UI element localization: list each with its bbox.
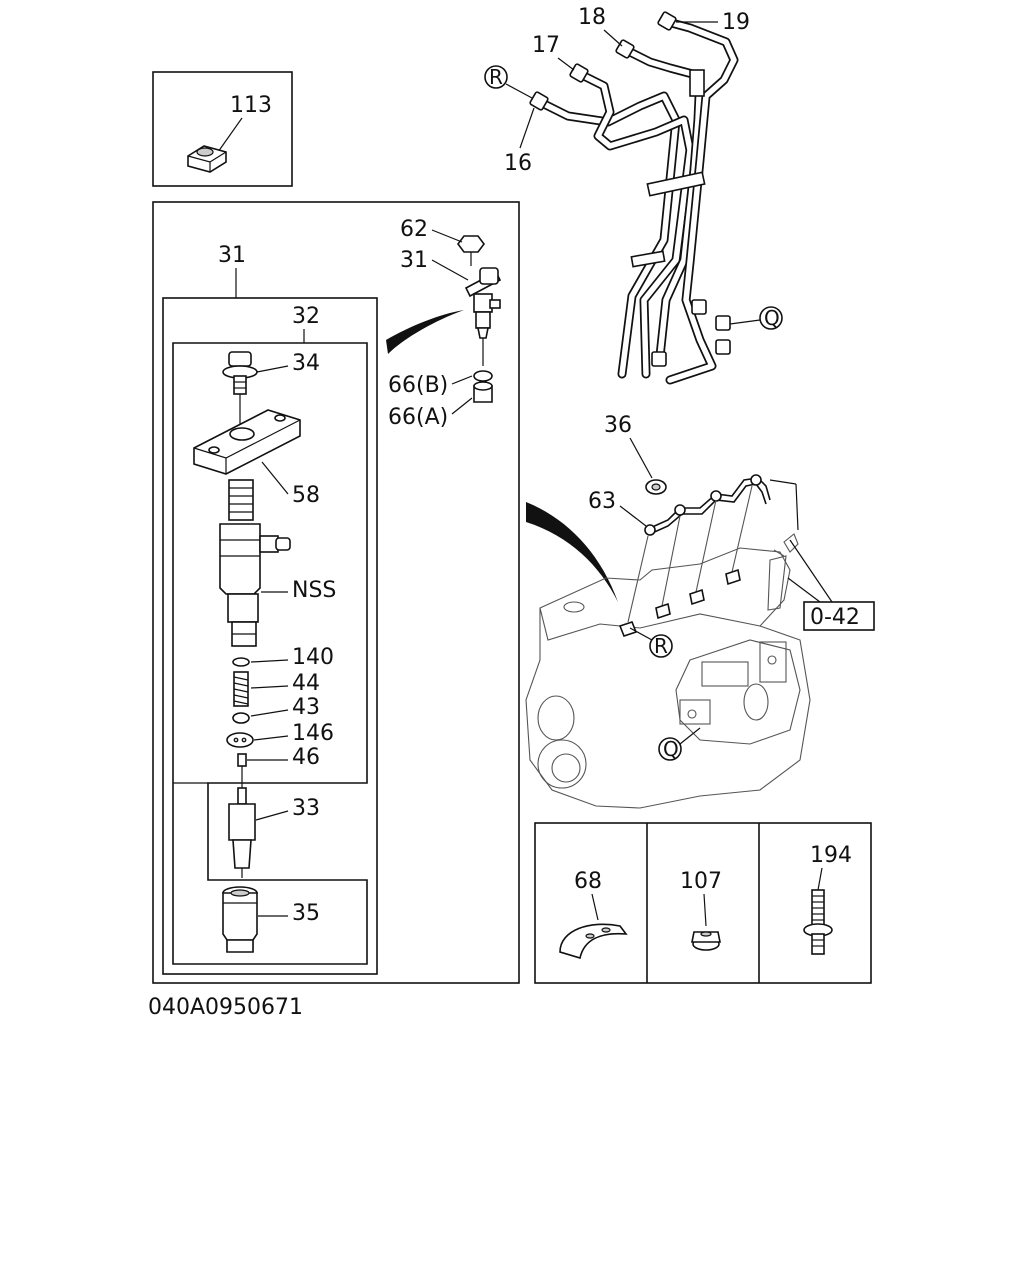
figure-id: 040A0950671 bbox=[148, 995, 303, 1020]
callout-36: 36 bbox=[604, 413, 632, 438]
marker-q-top: Q bbox=[729, 306, 783, 330]
spacer-146 bbox=[226, 732, 254, 748]
callout-113: 113 bbox=[230, 93, 272, 118]
callout-44: 44 bbox=[292, 671, 320, 696]
clamp-plate-58 bbox=[193, 409, 301, 475]
bolt-34 bbox=[222, 351, 258, 424]
box-31-injector: 31 32 34 58 bbox=[152, 201, 520, 984]
callout-19: 19 bbox=[722, 10, 750, 35]
callout-34: 34 bbox=[292, 351, 320, 376]
callout-43: 43 bbox=[292, 695, 320, 720]
clamp-113 bbox=[187, 145, 227, 173]
svg-text:Q: Q bbox=[663, 737, 679, 761]
callout-33: 33 bbox=[292, 796, 320, 821]
callout-31: 31 bbox=[218, 243, 246, 268]
callout-nss: NSS bbox=[292, 578, 336, 603]
direction-arrow bbox=[386, 310, 464, 354]
injector-body-nss bbox=[219, 479, 291, 647]
svg-text:Q: Q bbox=[764, 306, 780, 330]
stud-bolt-194 bbox=[803, 889, 833, 955]
fuel-pipe-group bbox=[529, 11, 739, 385]
nut-107 bbox=[691, 931, 721, 951]
clamp-68 bbox=[559, 923, 628, 960]
callout-140: 140 bbox=[292, 645, 334, 670]
callout-31-assembled: 31 bbox=[400, 248, 428, 273]
callout-17: 17 bbox=[532, 33, 560, 58]
callout-107: 107 bbox=[680, 869, 722, 894]
svg-text:R: R bbox=[654, 634, 668, 658]
marker-r-bottom: R bbox=[629, 627, 673, 658]
marker-q-bottom: Q bbox=[658, 727, 701, 761]
seat-43 bbox=[232, 712, 250, 724]
nozzle-33 bbox=[228, 787, 256, 878]
callout-194: 194 bbox=[810, 843, 852, 868]
svg-text:0-42: 0-42 bbox=[810, 605, 860, 630]
callout-18: 18 bbox=[578, 5, 606, 30]
engine-arrow bbox=[526, 502, 618, 602]
reference-box-o42: 0-42 bbox=[787, 539, 875, 631]
callout-58: 58 bbox=[292, 483, 320, 508]
callout-16: 16 bbox=[504, 151, 532, 176]
nozzle-nut-35 bbox=[222, 886, 258, 953]
callout-146: 146 bbox=[292, 721, 334, 746]
callout-66a: 66(A) bbox=[388, 405, 448, 430]
callout-66b: 66(B) bbox=[388, 373, 448, 398]
callout-62: 62 bbox=[400, 217, 428, 242]
callout-32: 32 bbox=[292, 304, 320, 329]
callout-35: 35 bbox=[292, 901, 320, 926]
washer-140 bbox=[232, 657, 250, 667]
callout-68: 68 bbox=[574, 869, 602, 894]
callout-46: 46 bbox=[292, 745, 320, 770]
spring-44 bbox=[233, 671, 249, 707]
marker-r-top: R bbox=[484, 65, 533, 99]
box-113: 113 bbox=[152, 71, 293, 187]
parts-panel-bottom: 68 107 194 bbox=[534, 822, 872, 984]
assembled-injector-31 bbox=[457, 235, 502, 403]
svg-text:R: R bbox=[489, 65, 503, 89]
engine-assembly bbox=[525, 474, 811, 809]
callout-63: 63 bbox=[588, 489, 616, 514]
